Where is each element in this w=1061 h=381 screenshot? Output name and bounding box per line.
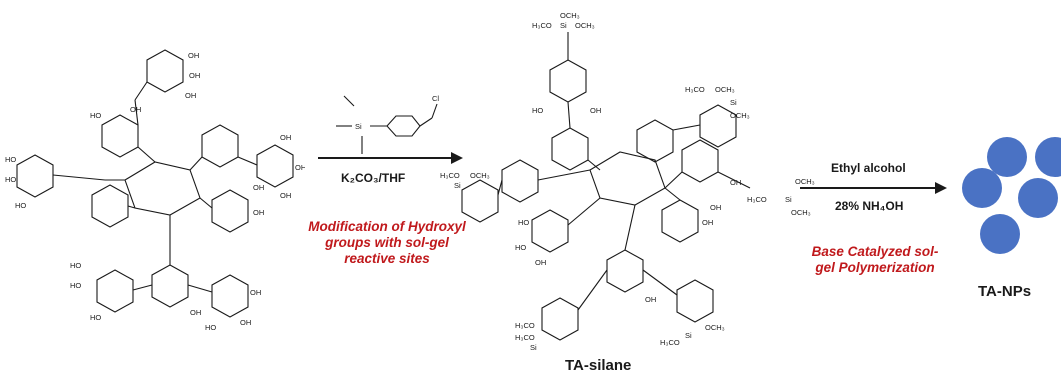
svg-text:OH: OH [645,295,656,304]
svg-text:OH: OH [188,51,199,60]
svg-text:H₃CO: H₃CO [747,195,767,204]
nanoparticle-2 [1035,137,1061,177]
ta-silane-label: TA-silane [565,357,632,374]
svg-text:OH: OH [130,105,141,114]
svg-text:Si: Si [730,98,737,107]
svg-text:OCH₃: OCH₃ [575,21,595,30]
svg-text:OCH₃: OCH₃ [795,177,815,186]
svg-text:H₃CO: H₃CO [515,321,535,330]
svg-text:OCH₃: OCH₃ [791,208,811,217]
nanoparticle-4 [1018,178,1058,218]
svg-text:OH: OH [710,203,721,212]
svg-text:Si: Si [785,195,792,204]
reaction-arrow-1 [318,152,463,164]
step2-description: Base Catalyzed sol- gel Polymerization [811,244,939,275]
step2-base: 28% NH₄OH [835,199,904,213]
svg-text:H₃CO: H₃CO [515,333,535,342]
step1-description: Modification of Hydroxyl groups with sol… [308,219,466,266]
svg-text:OCH₃: OCH₃ [705,323,725,332]
svg-text:OH: OH [250,288,261,297]
svg-text:HO: HO [5,175,16,184]
svg-text:OH: OH [535,258,546,267]
svg-text:OH: OH [702,218,713,227]
svg-text:HO: HO [5,155,16,164]
svg-text:OH: OH [280,133,291,142]
svg-text:OCH₃: OCH₃ [560,11,580,20]
tannic-acid-structure: OH OH OH HO OH OH OH OH HO HO HO OH OH H… [5,49,305,332]
svg-text:HO: HO [15,201,26,210]
svg-text:H₃CO: H₃CO [660,338,680,347]
svg-text:H₃CO: H₃CO [532,21,552,30]
step1-conditions: K₂CO₃/THF [341,171,406,185]
svg-text:OCH₃: OCH₃ [715,85,735,94]
svg-text:Cl: Cl [432,94,439,103]
svg-text:OCH₃: OCH₃ [730,111,750,120]
svg-text:H₃CO: H₃CO [440,171,460,180]
ta-silane-structure: OCH₃ H₃CO Si OCH₃ HO OH H₃CO Si OCH₃ HO … [440,11,751,352]
reaction-arrow-2 [800,182,947,194]
ta-nps-label: TA-NPs [978,283,1032,300]
step2-solvent: Ethyl alcohol [831,161,906,175]
svg-text:HO: HO [90,313,101,322]
nanoparticle-3 [962,168,1002,208]
svg-text:OH: OH [730,178,741,187]
svg-text:HO: HO [532,106,543,115]
svg-text:OH: OH [253,208,264,217]
nanoparticle-1 [987,137,1027,177]
svg-text:HO: HO [90,111,101,120]
svg-text:HO: HO [518,218,529,227]
svg-text:H₃CO: H₃CO [685,85,705,94]
svg-text:OH: OH [240,318,251,327]
svg-text:HO: HO [70,281,81,290]
svg-text:Si: Si [560,21,567,30]
svg-text:HO: HO [70,261,81,270]
svg-text:OH: OH [590,106,601,115]
svg-text:HO: HO [205,323,216,332]
svg-text:Si: Si [454,181,461,190]
svg-text:Si: Si [355,122,362,131]
svg-text:OH: OH [295,163,305,172]
svg-text:OCH₃: OCH₃ [470,171,490,180]
svg-text:Si: Si [530,343,537,352]
svg-text:HO: HO [515,243,526,252]
ta-silane-right-silane-group: OCH₃ H₃CO Si OCH₃ [747,177,815,217]
svg-text:OH: OH [185,91,196,100]
svg-text:Si: Si [685,331,692,340]
svg-text:OH: OH [280,191,291,200]
nanoparticle-5 [980,214,1020,254]
silane-reagent-structure: Si Cl [336,94,439,154]
svg-text:OH: OH [190,308,201,317]
svg-text:OH: OH [253,183,264,192]
svg-text:OH: OH [189,71,200,80]
